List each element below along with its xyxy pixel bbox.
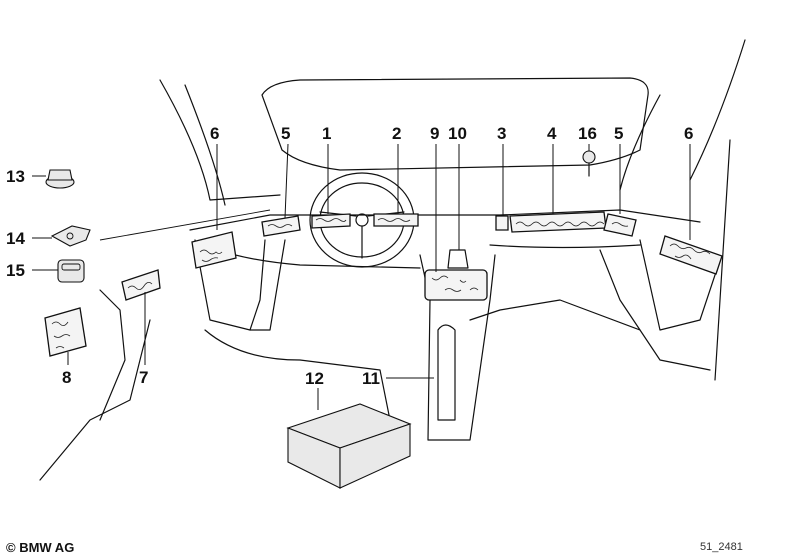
part-12-box — [286, 403, 412, 489]
callout-12: 12 — [305, 369, 324, 388]
driver-right-dash-trim-2 — [373, 213, 419, 227]
callout-5-right: 5 — [614, 124, 623, 143]
callout-15: 15 — [6, 261, 25, 280]
callout-16: 16 — [578, 124, 597, 143]
right-outer-dash-trim-6 — [659, 235, 723, 275]
part-16-clip — [582, 150, 596, 177]
windshield-outline — [159, 39, 746, 206]
part-13-nut — [45, 169, 75, 189]
callout-1: 1 — [322, 124, 331, 143]
left-door-trim-7 — [121, 269, 161, 301]
callout-2: 2 — [392, 124, 401, 143]
center-console — [419, 249, 496, 441]
copyright-label: © BMW AG — [6, 540, 75, 555]
part-14-clip — [50, 225, 91, 247]
part-15-grommet — [57, 259, 85, 283]
callout-3: 3 — [497, 124, 506, 143]
leader-lines — [32, 143, 691, 410]
left-door-trim-8 — [44, 307, 87, 357]
callout-14: 14 — [6, 229, 25, 248]
callout-8: 8 — [62, 368, 71, 387]
callout-13: 13 — [6, 167, 25, 186]
right-inner-dash-trim-5 — [603, 213, 637, 237]
left-door-and-seat — [39, 239, 391, 481]
callout-9: 9 — [430, 124, 439, 143]
callout-7: 7 — [139, 368, 148, 387]
driver-left-dash-trim-1 — [311, 213, 351, 229]
left-outer-dash-trim-6 — [191, 231, 237, 269]
console-trim-panel — [424, 269, 488, 301]
callout-6-right: 6 — [684, 124, 693, 143]
callout-5-left: 5 — [281, 124, 290, 143]
drawing-id-label: 51_2481 — [700, 541, 743, 553]
callout-11: 11 — [362, 369, 380, 388]
passenger-dash-trim-4 — [509, 211, 607, 233]
center-dash-trim-3 — [495, 215, 509, 231]
callout-4: 4 — [547, 124, 557, 143]
left-inner-dash-trim-5 — [261, 215, 301, 237]
right-door-and-seat — [469, 139, 731, 381]
callout-6-left: 6 — [210, 124, 219, 143]
callout-10: 10 — [448, 124, 467, 143]
